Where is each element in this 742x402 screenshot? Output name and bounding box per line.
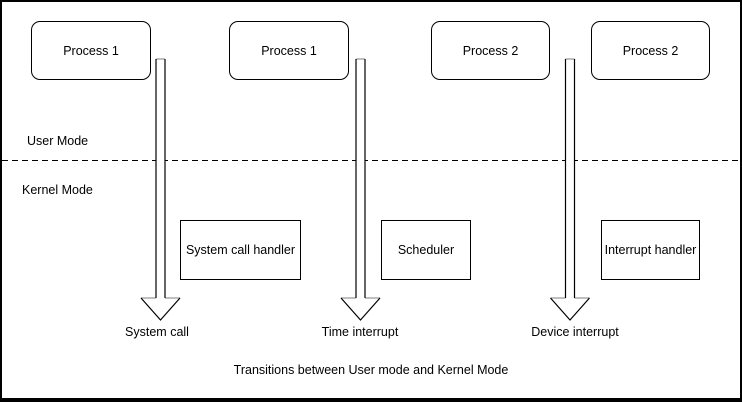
node-label: Process 2	[622, 43, 679, 58]
node-process-2b: Process 2	[591, 21, 710, 80]
transition-label-time-interrupt: Time interrupt	[321, 325, 399, 339]
node-process-1a: Process 1	[31, 21, 151, 80]
node-interrupt-handler: Interrupt handler	[601, 220, 700, 280]
node-label: Scheduler	[397, 243, 455, 257]
node-process-1b: Process 1	[229, 21, 349, 80]
node-scheduler: Scheduler	[381, 220, 471, 280]
diagram-caption: Transitions between User mode and Kernel…	[233, 363, 509, 377]
node-label: System call handler	[185, 243, 296, 257]
node-label: Process 1	[63, 43, 119, 58]
transition-label-device-interrupt: Device interrupt	[531, 325, 619, 339]
kernel-mode-label: Kernel Mode	[22, 183, 93, 197]
node-label: Interrupt handler	[604, 243, 697, 257]
transition-label-system-call: System call	[125, 325, 189, 339]
block-arrow-time-interrupt	[340, 58, 381, 321]
node-label: Process 1	[261, 43, 317, 58]
block-arrow-system-call	[140, 58, 181, 321]
node-system-call-handler: System call handler	[180, 220, 301, 280]
node-process-2a: Process 2	[431, 21, 550, 80]
block-arrow-device-interrupt	[550, 58, 590, 321]
user-mode-label: User Mode	[27, 134, 89, 148]
node-label: Process 2	[462, 43, 519, 58]
